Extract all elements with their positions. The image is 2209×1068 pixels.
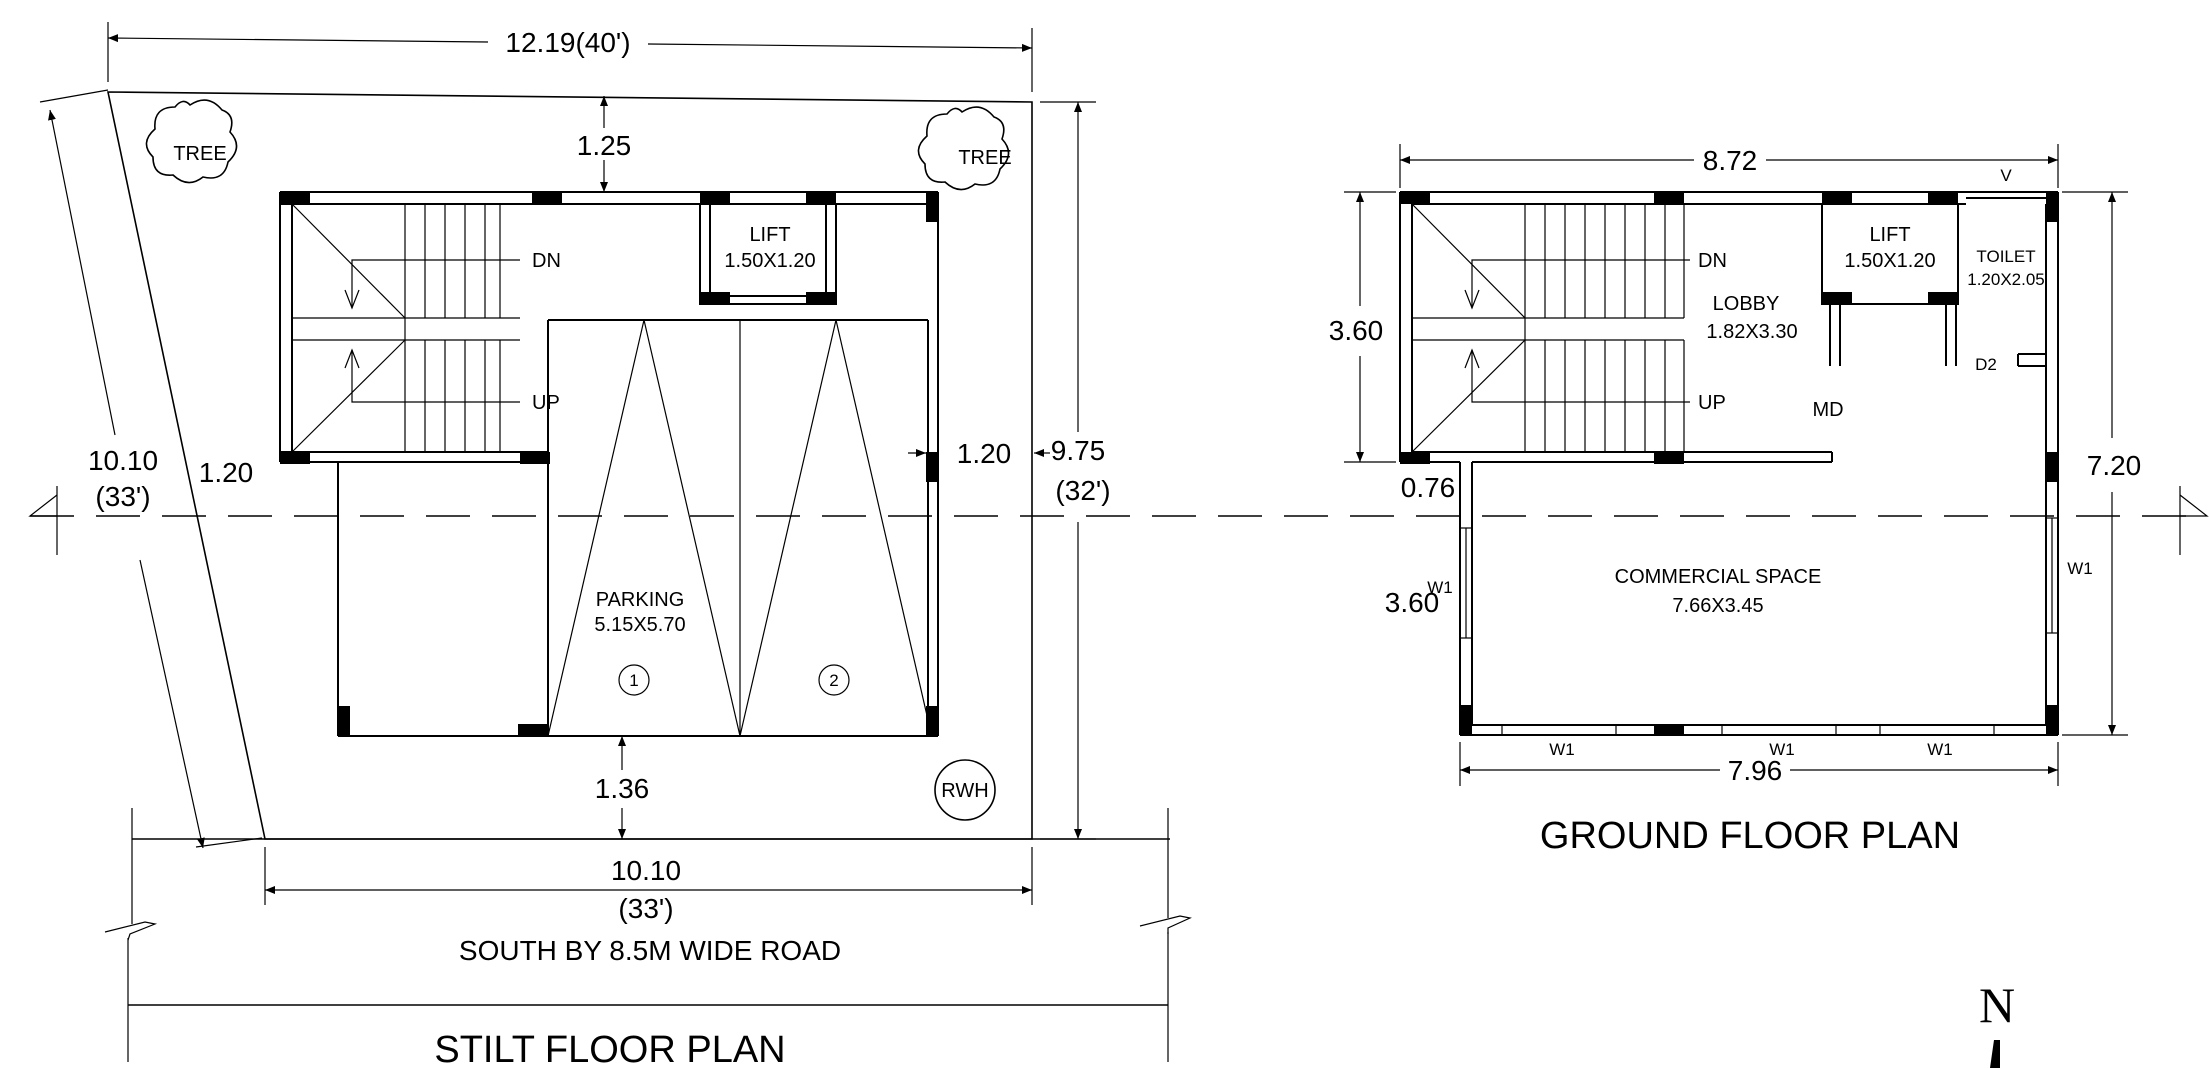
dim-right-ft: (32') xyxy=(1055,475,1110,506)
door-md-label: MD xyxy=(1812,399,1843,421)
window-w1-label: W1 xyxy=(1927,740,1953,759)
dim-bottom-m: 10.10 xyxy=(611,855,681,886)
ground-lift: LIFT 1.50X1.20 xyxy=(1821,203,1959,366)
ground-stair-up-label: UP xyxy=(1698,392,1726,414)
dim-left-setback: 1.20 xyxy=(199,457,254,488)
dim-right-setback: 1.20 xyxy=(957,438,1012,469)
ground-dim-left-upper: 3.60 xyxy=(1329,315,1384,346)
ground-plan-title: GROUND FLOOR PLAN xyxy=(1540,815,1960,857)
stilt-plan-title: STILT FLOOR PLAN xyxy=(434,1029,785,1068)
stilt-floor-plan: SOUTH BY 8.5M WIDE ROAD TREE TREE xyxy=(39,22,1192,1068)
window-w1-label: W1 xyxy=(1427,578,1453,597)
parking-label: PARKING xyxy=(596,589,685,611)
window-w1-label: W1 xyxy=(2067,559,2093,578)
stilt-building-walls xyxy=(279,191,939,737)
stilt-road: SOUTH BY 8.5M WIDE ROAD xyxy=(104,808,1192,1062)
stilt-columns xyxy=(280,192,938,736)
window-w1-label: W1 xyxy=(1769,740,1795,759)
ground-dim-top: 8.72 xyxy=(1703,145,1758,176)
ground-dim-left-mid: 0.76 xyxy=(1401,472,1456,503)
ground-commercial-space: COMMERCIAL SPACE 7.66X3.45 xyxy=(1615,566,1822,617)
north-arrow-icon: N xyxy=(1979,977,2015,1068)
ground-dimensions: 8.72 3.60 0.76 3.60 7.20 7.96 xyxy=(1329,144,2142,786)
stilt-parking: PARKING 5.15X5.70 1 2 xyxy=(547,319,929,737)
road-label: SOUTH BY 8.5M WIDE ROAD xyxy=(459,935,841,966)
rwh-icon: RWH xyxy=(934,759,996,821)
ground-windows: W1 W1 W1 W1 W1 xyxy=(1427,517,2093,759)
stilt-staircase: DN UP xyxy=(291,203,561,453)
stilt-lift: LIFT 1.50X1.20 xyxy=(699,203,837,305)
ground-dim-right: 7.20 xyxy=(2087,450,2142,481)
lobby-size: 1.82X3.30 xyxy=(1706,321,1797,343)
tree-icon: TREE xyxy=(145,99,238,184)
dim-left-ft: (33') xyxy=(95,481,150,512)
dim-bottom-ft: (33') xyxy=(618,893,673,924)
stair-up-label: UP xyxy=(532,392,560,414)
dim-bottom-setback: 1.36 xyxy=(595,773,650,804)
dim-top-width: 12.19(40') xyxy=(505,27,630,58)
window-w1-label: W1 xyxy=(1549,740,1575,759)
ground-stair-dn-label: DN xyxy=(1698,250,1727,272)
tree-label: TREE xyxy=(173,143,226,165)
commercial-label: COMMERCIAL SPACE xyxy=(1615,566,1822,588)
ground-lift-label: LIFT xyxy=(1869,224,1910,246)
parking-size: 5.15X5.70 xyxy=(594,614,685,636)
vent-label: V xyxy=(2000,166,2012,185)
rwh-label: RWH xyxy=(941,780,988,802)
ground-dim-left-lower: 3.60 xyxy=(1385,587,1440,618)
dim-right-m: 9.75 xyxy=(1051,435,1106,466)
parking-slot-2: 2 xyxy=(829,671,838,690)
parking-slot-1: 1 xyxy=(629,671,638,690)
stair-dn-label: DN xyxy=(532,250,561,272)
ground-toilet: V TOILET 1.20X2.05 D2 xyxy=(1966,166,2046,374)
tree-icon: TREE xyxy=(917,106,1012,191)
tree-label: TREE xyxy=(958,147,1011,169)
ground-lift-size: 1.50X1.20 xyxy=(1844,250,1935,272)
toilet-size: 1.20X2.05 xyxy=(1967,270,2045,289)
ground-dim-bottom: 7.96 xyxy=(1728,755,1783,786)
commercial-size: 7.66X3.45 xyxy=(1672,595,1763,617)
section-line xyxy=(28,486,2209,555)
ground-floor-plan: LIFT 1.50X1.20 V TOILET 1.20X2.05 D2 xyxy=(1329,144,2142,857)
ground-lobby: LOBBY 1.82X3.30 MD xyxy=(1706,293,1843,421)
ground-staircase: DN UP xyxy=(1411,203,1727,453)
lift-label: LIFT xyxy=(749,224,790,246)
dim-top-setback: 1.25 xyxy=(577,130,632,161)
lift-size: 1.50X1.20 xyxy=(724,250,815,272)
door-d2-label: D2 xyxy=(1975,355,1997,374)
stilt-dimensions: 12.19(40') 1.25 10.10 (33') 1.20 1.20 9.… xyxy=(39,22,1111,924)
lobby-label: LOBBY xyxy=(1713,293,1780,315)
ground-walls xyxy=(1399,191,2059,736)
toilet-label: TOILET xyxy=(1976,247,2035,266)
north-label: N xyxy=(1979,977,2015,1033)
ground-columns xyxy=(1400,192,2058,735)
dim-left-m: 10.10 xyxy=(88,445,158,476)
